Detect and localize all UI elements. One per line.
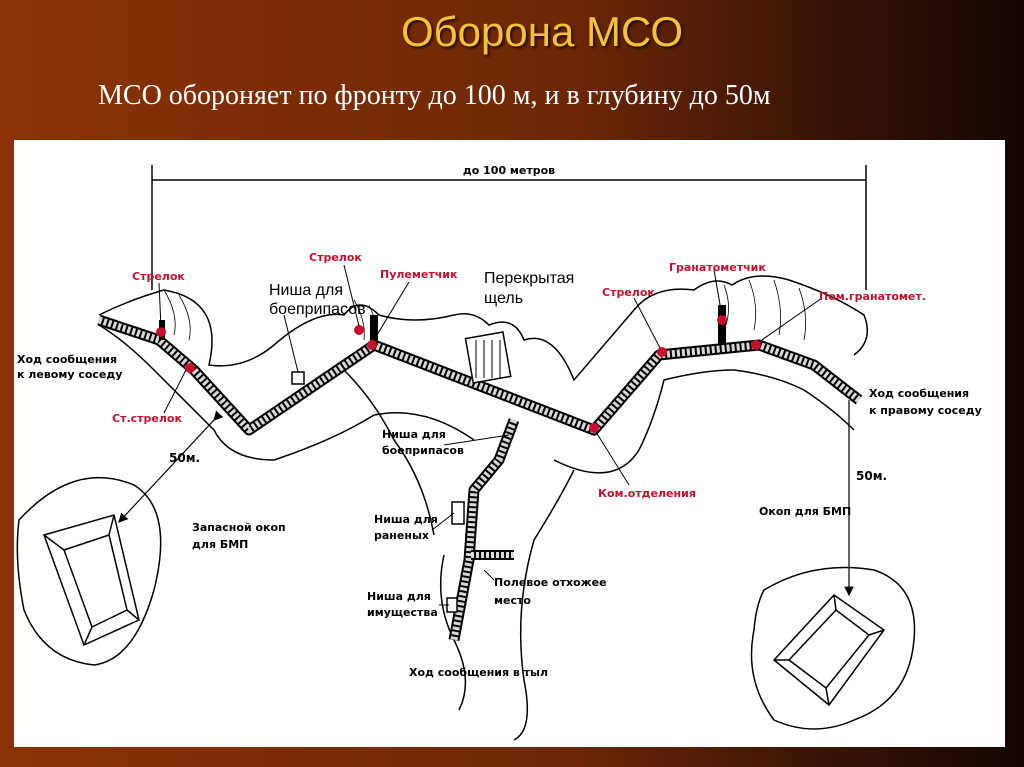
marker-pulemetchik — [367, 340, 377, 350]
rear-trench — [448, 418, 520, 642]
diagram-panel: до 100 метров — [14, 140, 1005, 747]
pointer-lines — [158, 264, 823, 606]
marker-pom-granatomet — [751, 340, 761, 350]
label-strelok-1: Стрелок — [132, 270, 185, 283]
slide-subtitle: МСО обороняет по фронту до 100 м, и в гл… — [98, 80, 771, 111]
marker-kom-otdeleniya — [589, 423, 599, 433]
covered-slit — [464, 331, 512, 384]
terrain-outline — [98, 275, 869, 741]
depth-left-label: 50м. — [169, 451, 200, 465]
slide-title: Оборона МСО — [400, 8, 684, 55]
depth-right-label: 50м. — [856, 469, 887, 483]
label-strelok-2: Стрелок — [309, 251, 362, 264]
label-st-strelok: Ст.стрелок — [112, 412, 182, 425]
label-comm-rear: Ход сообщения в тыл — [409, 666, 548, 679]
defense-diagram: до 100 метров — [16, 164, 982, 741]
niche-boxes — [291, 371, 465, 613]
marker-granatometchik — [717, 315, 727, 325]
position-markers — [156, 315, 761, 433]
bmp-trench — [750, 566, 916, 730]
marker-strelok-2 — [354, 325, 364, 335]
label-strelok-3: Стрелок — [602, 286, 655, 299]
label-pom-granatomet: Пом.гранатомет. — [819, 290, 926, 303]
front-dimension-label: до 100 метров — [463, 164, 555, 177]
marker-strelok-1 — [156, 327, 166, 337]
label-pulemetchik: Пулеметчик — [380, 268, 458, 281]
label-kom-otdeleniya: Ком.отделения — [598, 487, 696, 500]
depth-arrows — [118, 400, 854, 597]
marker-strelok-3 — [657, 347, 667, 357]
label-bmp-trench: Окоп для БМП — [759, 505, 851, 518]
label-granatometchik: Гранатометчик — [669, 261, 766, 274]
front-dimension — [151, 165, 867, 290]
marker-st-strelok — [185, 363, 195, 373]
reserve-bmp-trench — [16, 477, 162, 666]
